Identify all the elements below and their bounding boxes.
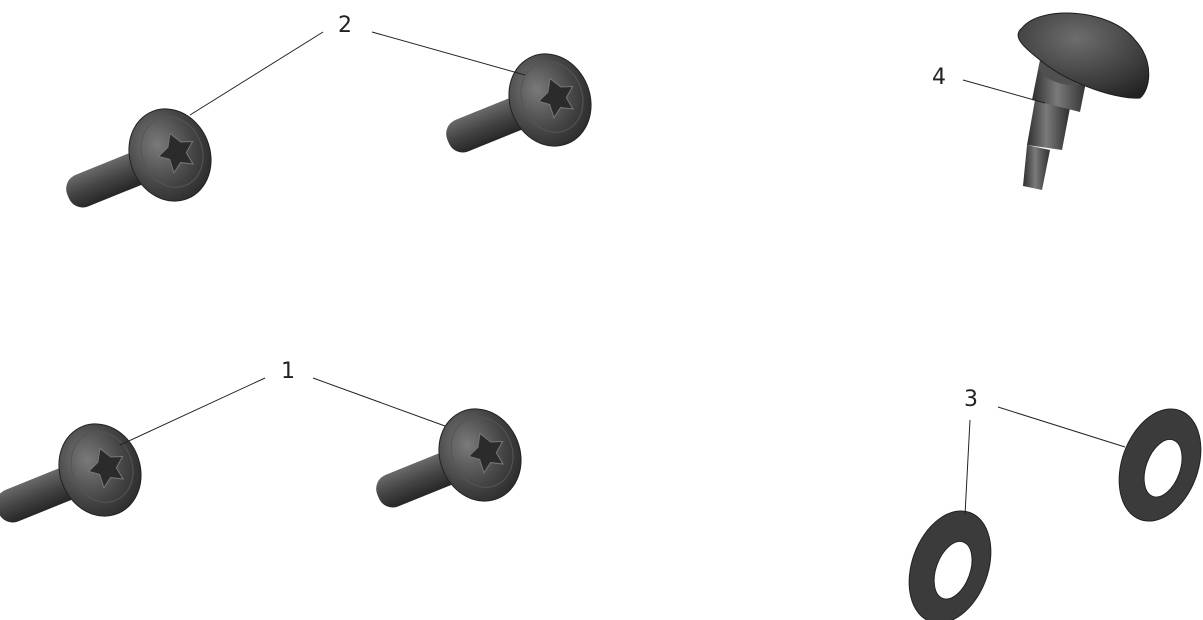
- callout-1: 1: [281, 359, 295, 384]
- leader-2b: [371, 31, 526, 76]
- leader-3a: [997, 406, 1126, 448]
- screw-2a: [66, 108, 212, 208]
- washer-3a: [1118, 408, 1202, 522]
- screw-2b: [446, 53, 592, 153]
- leader-1b: [312, 377, 446, 427]
- leader-lines: [119, 31, 1126, 516]
- washer-3b: [908, 510, 992, 620]
- leader-2a: [189, 31, 324, 116]
- callout-4: 4: [932, 65, 946, 90]
- callout-2: 2: [338, 13, 352, 38]
- leader-4: [962, 79, 1046, 104]
- push-rivet-4: [1017, 12, 1150, 190]
- callout-3: 3: [964, 387, 978, 412]
- leader-1a: [119, 377, 266, 446]
- screw-1a: [0, 423, 142, 523]
- screw-1b: [376, 408, 522, 508]
- leader-3b: [964, 419, 971, 516]
